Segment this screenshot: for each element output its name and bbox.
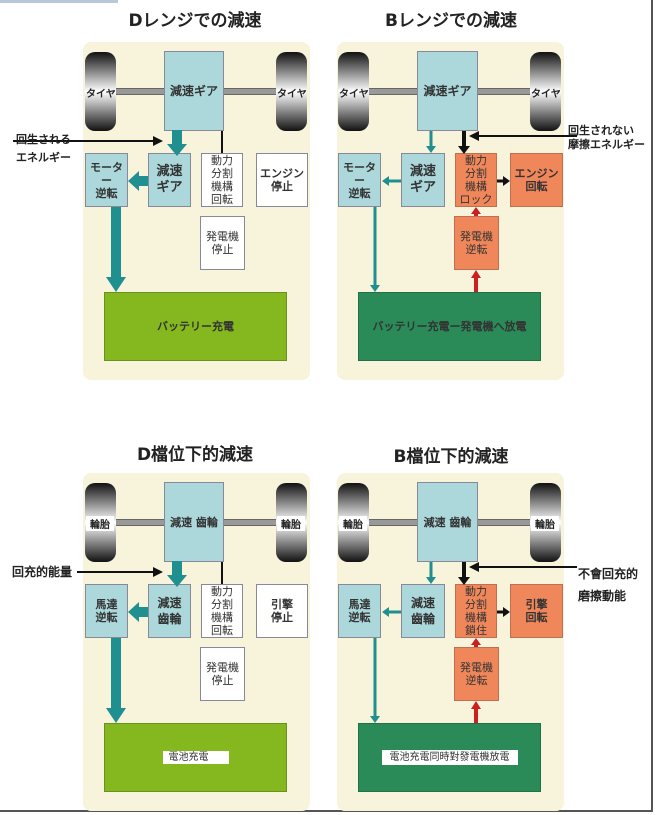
- gear-to-motor-arrowhead: [382, 607, 389, 617]
- panel-b-range-jp: タイヤ タイヤ 減速ギア モーター 逆転 減速 ギア 動力 分割 機構 ロック …: [337, 42, 577, 380]
- battery-box: 電池充電同時對發電機放電: [358, 723, 541, 792]
- battery-box: 電池充電: [104, 723, 287, 792]
- battery-label: 電池充電同時對發電機放電: [381, 750, 518, 765]
- gear-to-motor-arrowhead: [382, 176, 389, 186]
- tire-left-label: タイヤ: [339, 89, 369, 100]
- tire-right-label: タイヤ: [531, 89, 561, 100]
- gear-down-arrowhead: [167, 144, 187, 156]
- motor-box: モーター 逆転: [338, 153, 381, 207]
- frame-border-bottom: [0, 810, 653, 812]
- reduction-gear-main: 減速 齒輪: [164, 482, 224, 562]
- reduction-gear-main: 減速ギア: [417, 51, 478, 131]
- flow-arrows: [77, 561, 223, 723]
- motor-to-battery-arrow: [111, 638, 121, 708]
- flow-arrows: [370, 131, 577, 292]
- reduction-gear-small: 減速 齒輪: [148, 584, 191, 638]
- tire-right-label: 輪胎: [531, 516, 559, 531]
- motor-to-battery-arrowhead: [106, 708, 126, 723]
- generator-to-split-arrowhead: [471, 638, 481, 645]
- tire-right-label: タイヤ: [277, 89, 307, 100]
- power-split-box: 動力 分割 機構 鎖住: [455, 584, 497, 638]
- motor-to-battery-arrowhead: [370, 285, 380, 292]
- generator-box: 発電機 停止: [200, 216, 245, 270]
- reduction-gear-small: 減速 齒輪: [401, 584, 445, 638]
- gear-to-motor-arrow: [138, 607, 148, 617]
- gear-to-split-arrowhead: [458, 577, 470, 585]
- regen-energy-label: 回充的能量: [12, 565, 73, 579]
- power-split-box: 動力 分割 機構 回転: [201, 584, 243, 638]
- power-split-box: 動力 分割 機構 ロック: [455, 153, 497, 207]
- generator-box: 発電機 逆転: [454, 647, 499, 701]
- tire-right: [276, 52, 307, 131]
- regen-energy-label: 回生される エネルギー: [16, 133, 71, 164]
- engine-box: エンジン 停止: [256, 153, 308, 207]
- motor-box: 馬達 逆転: [338, 584, 381, 638]
- battery-box: バッテリー充電: [104, 292, 287, 361]
- split-to-engine-arrowhead: [503, 607, 510, 617]
- gear-down-arrow: [172, 561, 182, 575]
- gear-to-motor-arrowhead: [128, 602, 139, 622]
- reduction-gear-small: 減速 ギア: [401, 153, 445, 207]
- friction-energy-arrowhead: [469, 562, 479, 572]
- panel-d-range-jp: タイヤ タイヤ 減速ギア モーター 逆転 減速 ギア 動力 分割 機構 回転 エ…: [13, 42, 310, 380]
- title-b-range-jp: Bレンジでの減速: [385, 11, 517, 31]
- tire-right-label: 輪胎: [277, 516, 305, 531]
- generator-box: 発電機 逆転: [454, 216, 499, 270]
- friction-energy-arrowhead: [469, 131, 479, 141]
- battery-to-generator-arrowhead: [471, 701, 481, 709]
- gear-down-arrowhead: [167, 575, 187, 587]
- battery-label: 電池充電: [162, 751, 229, 764]
- tire-left-label: 輪胎: [339, 516, 367, 531]
- friction-energy-label: 不會回充的 磨擦動能: [578, 567, 639, 603]
- motor-to-battery-arrowhead: [370, 716, 380, 723]
- panel-d-range-zh: 輪胎 輪胎 減速 齒輪 馬達 逆転 減速 齒輪 動力 分割 機構 回転 引擎 停…: [77, 473, 310, 811]
- regen-energy-arrowhead: [153, 567, 163, 577]
- engine-box: エンジン 回転: [510, 153, 563, 207]
- generator-to-split-arrowhead: [471, 207, 481, 214]
- flow-arrows: [13, 130, 223, 292]
- engine-box: 引擎 回転: [510, 584, 563, 638]
- power-split-box: 動力 分割 機構 回転: [201, 153, 243, 207]
- motor-to-battery-arrowhead: [106, 277, 126, 292]
- regen-energy-arrowhead: [153, 136, 163, 146]
- tire-right: [530, 52, 561, 131]
- battery-box: バッテリー充電ー発電機へ放電: [358, 292, 541, 361]
- split-to-engine-arrowhead: [503, 176, 510, 186]
- friction-energy-label: 回生されない 摩擦エネルギー: [568, 124, 645, 151]
- frame-border-right: [651, 0, 653, 812]
- gear-to-motor-arrowhead: [128, 171, 139, 191]
- panel-b-range-zh: 輪胎 輪胎 減速 齒輪 馬達 逆転 減速 齒輪 動力 分割 機構 鎖住 引擎 回…: [337, 473, 577, 811]
- gear-to-motor-arrow: [138, 176, 148, 186]
- tire-left: [338, 52, 369, 131]
- top-strip: [0, 0, 118, 3]
- title-b-range-zh: B檔位下的減速: [393, 447, 509, 467]
- tire-left-label: 輪胎: [86, 516, 114, 531]
- title-d-range-jp: Dレンジでの減速: [128, 11, 262, 31]
- motor-box: モーター 逆転: [85, 153, 128, 207]
- motor-box: 馬達 逆転: [85, 584, 128, 638]
- gear-down-arrow: [172, 130, 182, 144]
- tire-left: [85, 52, 116, 131]
- flow-arrows: [370, 562, 577, 723]
- battery-to-generator-arrowhead: [471, 270, 481, 278]
- gear-to-split-arrowhead: [458, 146, 470, 154]
- reduction-gear-main: 減速 齒輪: [417, 482, 478, 562]
- engine-box: 引擎 停止: [256, 584, 308, 638]
- gear-down-arrowhead: [426, 577, 436, 584]
- motor-to-battery-arrow: [111, 207, 121, 277]
- gear-down-arrowhead: [426, 146, 436, 153]
- generator-box: 発電機 停止: [200, 647, 245, 701]
- reduction-gear-small: 減速 ギア: [148, 153, 191, 207]
- title-d-range-zh: D檔位下的減速: [136, 445, 254, 465]
- reduction-gear-main: 減速ギア: [164, 51, 224, 131]
- tire-left-label: タイヤ: [86, 89, 116, 100]
